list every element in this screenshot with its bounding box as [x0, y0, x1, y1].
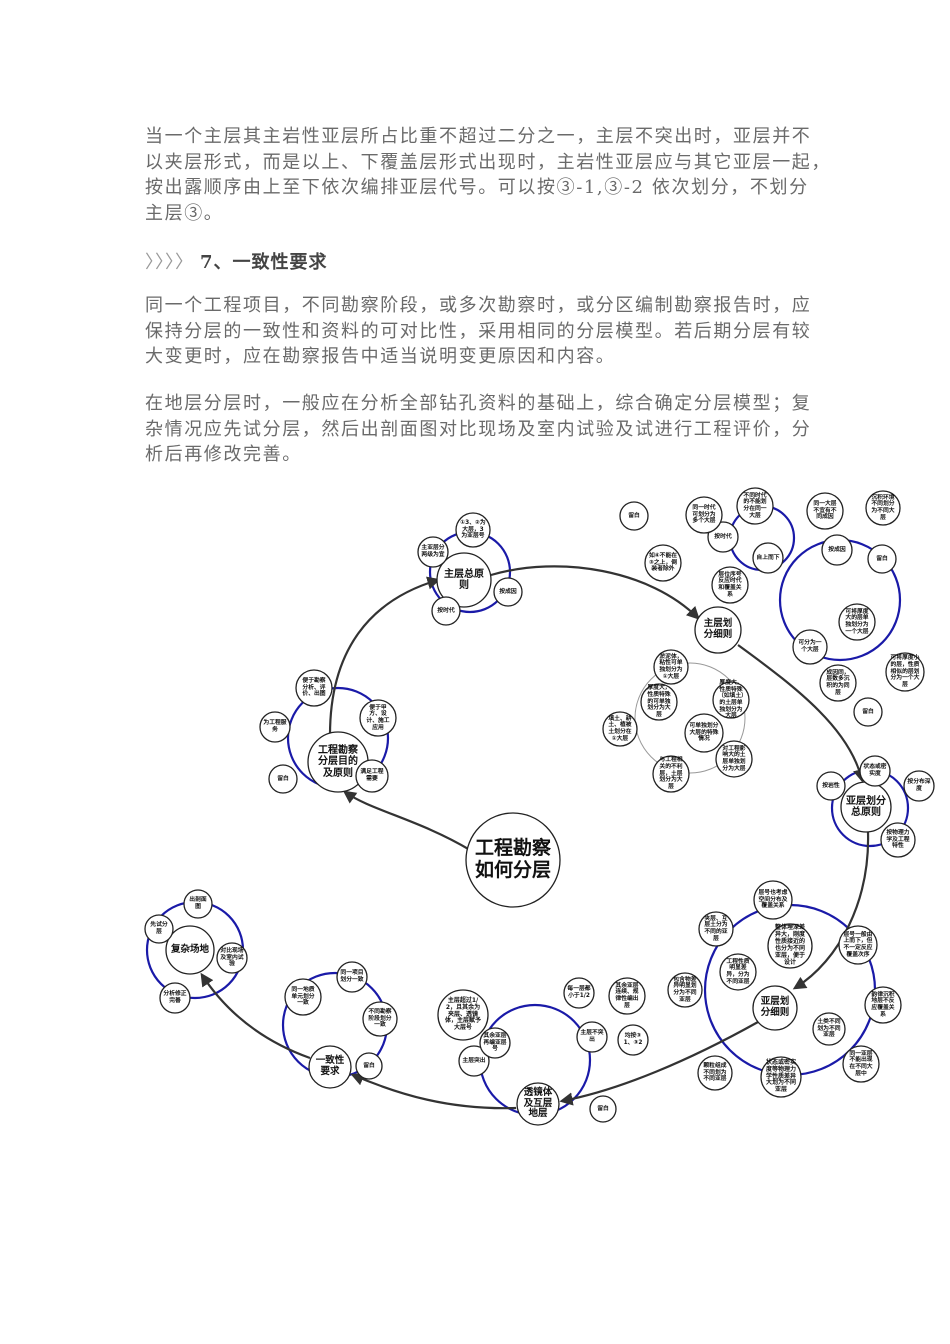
node-l2-circle: [437, 989, 489, 1041]
node-p4-circle: [268, 764, 298, 794]
node-sd11-circle: [667, 972, 703, 1008]
node-l1-circle: [458, 1045, 490, 1077]
text-line: 大变更时，应在勘察报告中适当说明变更原因和内容。: [145, 346, 616, 367]
node-d10-circle: [865, 490, 901, 526]
node-l6-circle: [608, 977, 646, 1015]
section-heading: 〉〉〉〉 7、一致性要求: [145, 248, 328, 274]
main-spiral-arrows: [200, 565, 870, 1110]
node-l7-circle: [617, 1024, 649, 1056]
arrow-detail-to-sub: [737, 644, 866, 783]
text-line: 以夹层形式，而是以上、下覆盖层形式出现时，主岩性亚层应与其它亚层一起，: [145, 151, 831, 173]
node-s2-circle: [859, 755, 891, 787]
arrow-main-to-detail: [490, 565, 700, 620]
node-c4-circle: [355, 1052, 383, 1080]
node-lens-circle: [516, 1082, 560, 1126]
node-d2-circle: [752, 542, 784, 574]
arrow-consistency-to-complex: [200, 972, 311, 1060]
node-main-circle: [436, 552, 492, 608]
node-s3-circle: [903, 770, 935, 802]
node-d6-circle: [685, 496, 723, 534]
text-line: 主层③。: [145, 202, 224, 224]
node-s4-circle: [880, 822, 916, 858]
node-m4-circle: [431, 596, 461, 626]
node-d13-circle: [792, 629, 828, 665]
node-s1-circle: [816, 771, 846, 801]
node-sd7-circle: [842, 1045, 880, 1083]
node-sd2-circle: [719, 953, 757, 991]
arrow-sub-to-subdetail: [792, 831, 870, 990]
node-d9-circle: [806, 492, 844, 530]
text-line: 当一个主层其主岩性亚层所占比重不超过二分之一，主层不突出时，亚层并不: [145, 126, 812, 147]
node-x1-circle: [144, 914, 174, 944]
node-x3-circle: [216, 942, 248, 974]
node-p3-circle: [355, 759, 389, 793]
node-d12-circle: [838, 603, 876, 641]
node-c1-circle: [284, 978, 322, 1016]
node-c2-circle: [336, 961, 368, 993]
node-l4-circle: [576, 1021, 608, 1053]
node-d18-circle: [653, 649, 689, 685]
node-d7-circle: [736, 487, 774, 525]
node-m1-circle: [417, 536, 449, 568]
node-center-circle: [465, 812, 561, 908]
node-sd4-circle: [753, 880, 793, 920]
text-line: 在地层分层时，一般应在分析全部钻孔资料的基础上，综合确定分层模型；复: [145, 393, 812, 414]
paragraph-sublayer-numbering: 当一个主层其主岩性亚层所占比重不超过二分之一，主层不突出时，亚层并不 以夹层形式…: [145, 124, 831, 226]
paragraph-complex-site: 在地层分层时，一般应在分析全部钻孔资料的基础上，综合确定分层模型；复 杂情况应先…: [145, 391, 811, 468]
chevrons-icon: 〉〉〉〉: [145, 252, 194, 273]
node-detail-circle: [694, 606, 742, 654]
node-subd-circle: [752, 985, 798, 1031]
node-p5-circle: [259, 711, 291, 743]
text-line: 同一个工程项目，不同勘察阶段，或多次勘察时，或分区编制勘察报告时，应: [145, 295, 812, 316]
node-sd8-circle: [812, 1012, 846, 1046]
node-d20-circle: [712, 681, 750, 719]
node-complex-circle: [165, 925, 215, 975]
node-sd6-circle: [864, 986, 902, 1024]
node-d11-circle: [867, 544, 897, 574]
arrow-lens-to-consistency: [350, 1073, 517, 1110]
node-d8-circle: [821, 534, 853, 566]
node-l8-circle: [589, 1095, 617, 1123]
node-sd5-circle: [838, 925, 878, 965]
node-l3-circle: [479, 1027, 511, 1059]
branch-ring-arrow: [634, 662, 746, 774]
arrow-subdetail-to-lens: [559, 1021, 759, 1106]
node-d4-circle: [644, 544, 682, 582]
text-line: 保持分层的一致性和资料的可对比性，采用相同的分层模型。若后期分层有较: [145, 320, 812, 342]
node-m3-circle: [493, 577, 523, 607]
node-m2-circle: [455, 512, 491, 548]
node-d15-circle: [885, 652, 925, 692]
node-c3-circle: [362, 1001, 398, 1037]
node-d23-circle: [715, 740, 753, 778]
text-line: 杂情况应先试分层，然后出剖面图对比现场及室内试验及试进行工程评价，分: [145, 418, 812, 440]
arrow-purpose-to-main: [328, 576, 441, 736]
text-line: 析后再修改完善。: [145, 444, 302, 465]
text-line: 按出露顺序由上至下依次编排亚层代号。可以按③-1,③-2 依次划分，不划分: [145, 177, 809, 198]
node-d14-circle: [819, 664, 857, 702]
node-x2-circle: [183, 889, 213, 919]
node-sd9-circle: [760, 1056, 802, 1098]
arrow-center-to-purpose: [342, 790, 471, 851]
node-d5-circle: [619, 501, 649, 531]
node-p2-circle: [359, 699, 397, 737]
node-d16-circle: [853, 697, 883, 727]
paragraph-consistency: 同一个工程项目，不同勘察阶段，或多次勘察时，或分区编制勘察报告时，应 保持分层的…: [145, 293, 811, 370]
node-d19-circle: [640, 683, 678, 721]
node-sd1-circle: [767, 923, 813, 969]
node-d21-circle: [602, 711, 638, 747]
node-sd3-circle: [698, 911, 734, 947]
node-d17-circle: [684, 713, 724, 753]
node-l5-circle: [563, 977, 595, 1009]
node-p1-circle: [295, 669, 333, 707]
node-d22-circle: [652, 755, 690, 793]
node-sd10-circle: [697, 1055, 733, 1091]
node-d3-circle: [711, 566, 749, 604]
node-x4-circle: [159, 982, 191, 1014]
heading-text: 7、一致性要求: [200, 252, 328, 273]
node-cons-circle: [308, 1045, 352, 1089]
node-sub-circle: [840, 781, 892, 833]
